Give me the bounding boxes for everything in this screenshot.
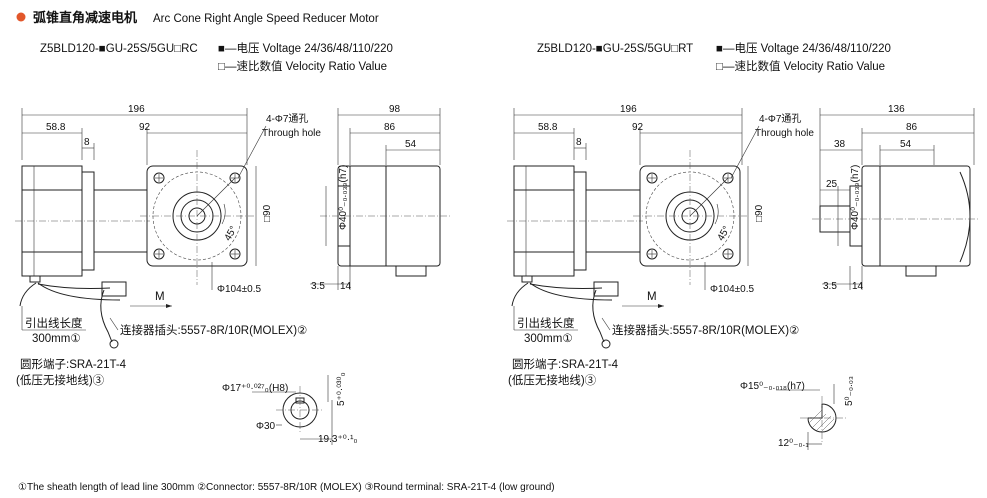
left-connector-icon xyxy=(101,281,127,297)
left-shaft: Φ40⁰₋₀.₀₃₉(h7) xyxy=(338,165,349,230)
title-bullet-icon xyxy=(16,12,26,22)
left-dim-86: 86 xyxy=(384,122,396,133)
right-legend-ratio: □—速比数值 Velocity Ratio Value xyxy=(716,59,885,73)
right-dim-54: 54 xyxy=(900,139,912,150)
left-gearbox-front xyxy=(140,150,254,285)
left-side-view xyxy=(310,108,450,290)
left-dim-14: 14 xyxy=(340,281,352,292)
right-terminal-note: (低压无接地线)③ xyxy=(508,373,597,387)
left-dim-8: 8 xyxy=(84,137,90,148)
right-dim-3-5: 3.5 xyxy=(823,281,837,292)
right-shaft-out: Φ15⁰₋₀.₀₁₈(h7) xyxy=(740,381,805,392)
right-shaft: Φ40⁰₋₀.₀₃₉(h7) xyxy=(850,165,861,230)
left-dim-3-5: 3.5 xyxy=(311,281,325,292)
right-gearbox-front xyxy=(633,150,747,285)
right-lead-label: 引出线长度 xyxy=(517,316,575,330)
left-lead-len: 300mm① xyxy=(32,333,81,345)
right-lead-len: 300mm① xyxy=(524,333,573,345)
left-model: Z5BLD120-■GU-25S/5GU□RC xyxy=(40,43,198,55)
left-dim-98: 98 xyxy=(389,104,401,115)
title-cn: 弧锥直角减速电机 xyxy=(33,10,137,25)
right-shaft-section xyxy=(776,384,846,450)
right-dim-90: □90 xyxy=(754,204,765,222)
right-dim-38: 38 xyxy=(834,139,846,150)
right-dim-86: 86 xyxy=(906,122,918,133)
left-key-width: 5⁺⁰·⁰³⁰₀ xyxy=(336,372,347,406)
left-terminal: 圆形端子:SRA-21T-4 xyxy=(20,358,127,371)
right-dim-14: 14 xyxy=(852,281,864,292)
right-dim-25: 25 xyxy=(826,179,838,190)
right-connector: 连接器插头:5557-8R/10R(MOLEX)② xyxy=(612,323,799,337)
right-motor-m: M xyxy=(647,291,657,303)
right-motor-body xyxy=(507,165,643,277)
right-hole-cn: 4-Φ7通孔 xyxy=(759,113,801,125)
left-dim-54: 54 xyxy=(405,139,417,150)
left-hole-cn: 4-Φ7通孔 xyxy=(266,113,308,125)
footer-notes: ①The sheath length of lead line 300mm ②C… xyxy=(18,482,555,493)
left-dim-196: 196 xyxy=(128,104,145,115)
left-bore: Φ17⁺⁰·⁰²⁷₀(H8) xyxy=(222,383,288,394)
right-model: Z5BLD120-■GU-25S/5GU□RT xyxy=(537,43,693,55)
left-legend-ratio: □—速比数值 Velocity Ratio Value xyxy=(218,59,387,73)
left-bore-detail xyxy=(252,375,333,445)
right-drawing-rt: Z5BLD120-■GU-25S/5GU□RT ■—电压 Voltage 24/… xyxy=(507,42,980,450)
right-key-depth: 12⁰₋₀.₁ xyxy=(778,438,809,449)
left-dim-58-8: 58.8 xyxy=(46,122,66,133)
left-hole-en: Through hole xyxy=(262,128,321,139)
right-key-width: 5⁰₋₀.₀₃ xyxy=(844,376,855,406)
left-pcd: Φ104±0.5 xyxy=(217,284,261,295)
left-motor-m: M xyxy=(155,291,165,303)
right-dim-136: 136 xyxy=(888,104,905,115)
left-connector: 连接器插头:5557-8R/10R(MOLEX)② xyxy=(120,323,307,337)
left-dim-90: □90 xyxy=(262,204,273,222)
right-angle-45: 45° xyxy=(716,224,733,243)
right-terminal: 圆形端子:SRA-21T-4 xyxy=(512,358,619,371)
left-angle-45: 45° xyxy=(223,224,240,243)
left-lead-label: 引出线长度 xyxy=(25,316,83,330)
right-dim-92: 92 xyxy=(632,122,644,133)
title-en: Arc Cone Right Angle Speed Reducer Motor xyxy=(153,13,379,25)
left-drawing-rc: Z5BLD120-■GU-25S/5GU□RC ■—电压 Voltage 24/… xyxy=(15,42,450,445)
left-motor-body xyxy=(15,165,150,277)
right-side-view xyxy=(812,108,980,290)
right-legend-voltage: ■—电压 Voltage 24/36/48/110/220 xyxy=(716,42,891,55)
left-legend-voltage: ■—电压 Voltage 24/36/48/110/220 xyxy=(218,42,393,55)
right-pcd: Φ104±0.5 xyxy=(710,284,754,295)
left-cable xyxy=(19,275,127,349)
right-dim-8: 8 xyxy=(576,137,582,148)
left-key-depth: 19.3⁺⁰·¹₀ xyxy=(318,434,358,445)
right-cable xyxy=(511,275,619,349)
right-dim-196: 196 xyxy=(620,104,637,115)
right-dim-58-8: 58.8 xyxy=(538,122,558,133)
right-hole-en: Through hole xyxy=(755,128,814,139)
left-terminal-note: (低压无接地线)③ xyxy=(16,373,105,387)
right-connector-icon xyxy=(593,281,619,297)
left-dim-92: 92 xyxy=(139,122,151,133)
left-boss: Φ30 xyxy=(256,421,276,432)
